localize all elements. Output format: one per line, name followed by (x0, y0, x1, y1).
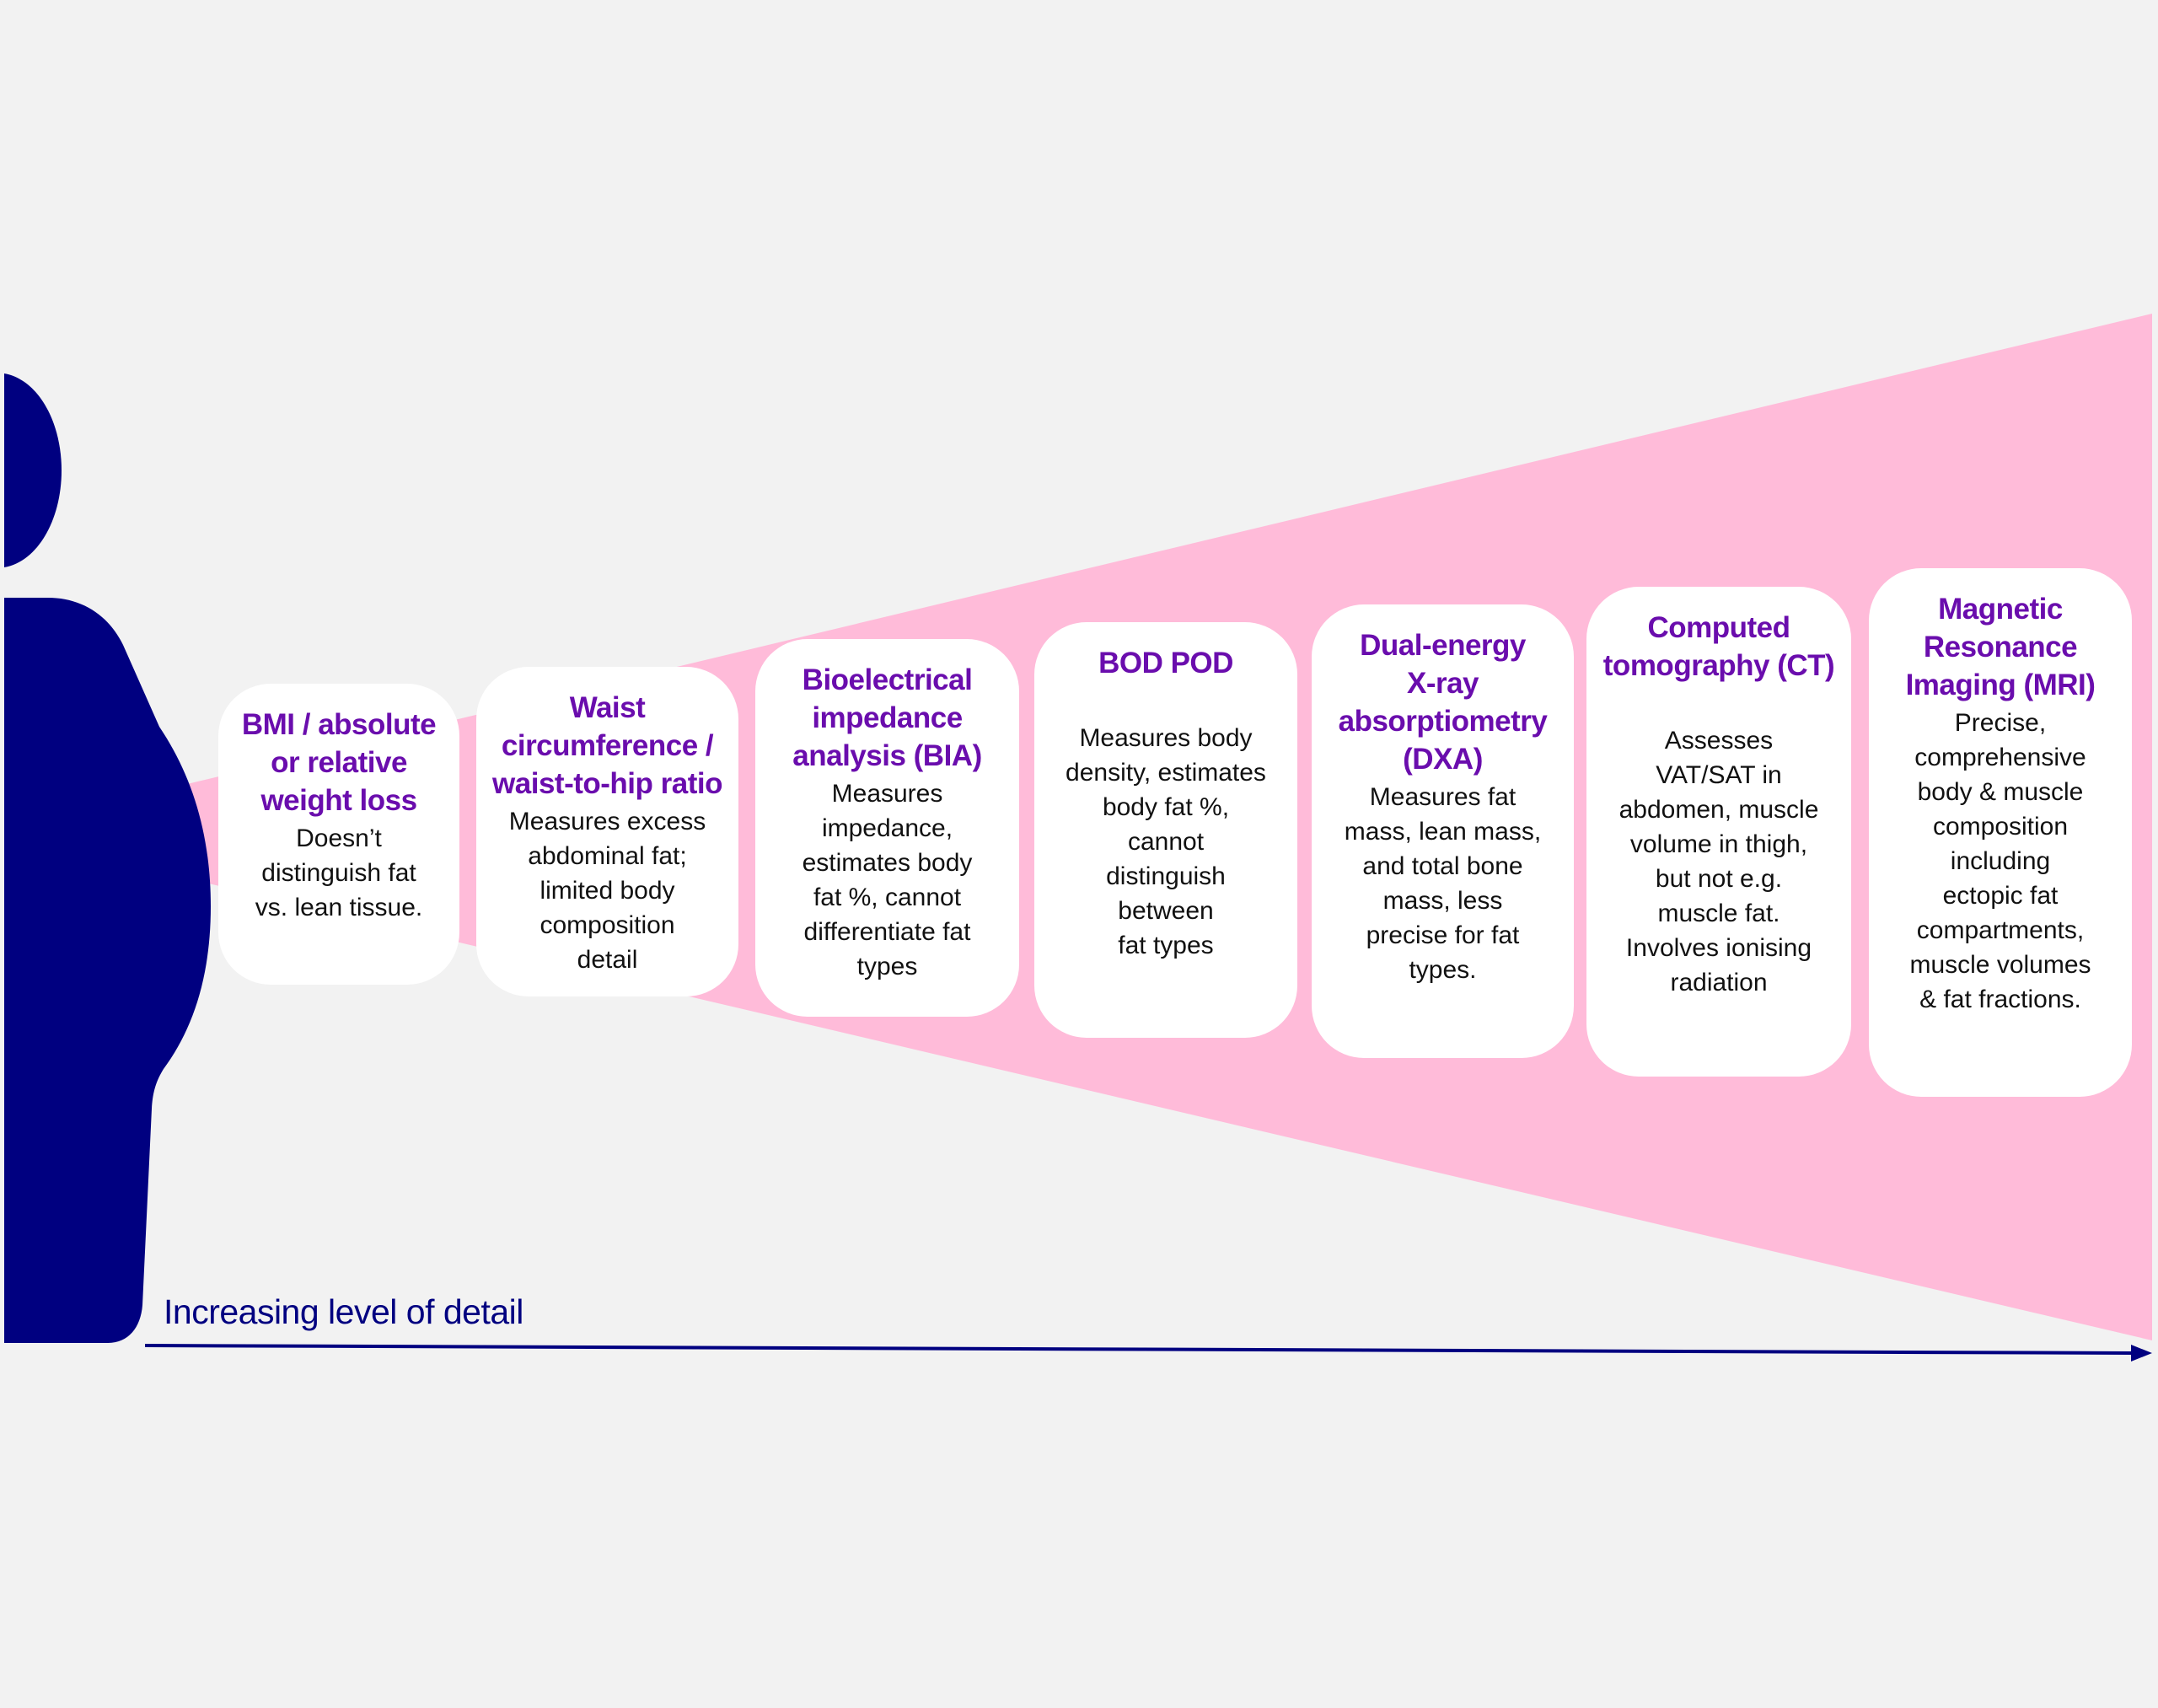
method-card-bia: Bioelectrical impedance analysis (BIA) M… (755, 639, 1019, 1017)
method-description: Measures body density, estimates body fa… (1066, 724, 1266, 959)
detail-axis-label: Increasing level of detail (164, 1292, 523, 1331)
method-title: Magnetic Resonance Imaging (MRI) (1905, 593, 2096, 701)
method-title: BOD POD (1098, 647, 1233, 679)
method-description: Doesn’t distinguish fat vs. lean tissue. (255, 824, 423, 921)
method-title: Bioelectrical impedance analysis (BIA) (792, 663, 982, 772)
detail-arrow-head (2131, 1345, 2152, 1362)
detail-arrow-line (144, 1344, 2134, 1355)
method-description: Assesses VAT/SAT in abdomen, muscle volu… (1618, 727, 1819, 996)
method-description: Precise, comprehensive body & muscle com… (1909, 709, 2091, 1013)
method-description: Measures excess abdominal fat; limited b… (508, 808, 706, 974)
method-description: Measures impedance, estimates body fat %… (802, 780, 973, 980)
person-head-icon (4, 373, 62, 567)
method-card-ct: Computed tomography (CT) Assesses VAT/SA… (1586, 587, 1851, 1077)
method-card-bodpod: BOD POD Measures body density, estimates… (1034, 622, 1297, 1038)
method-card-mri: Magnetic Resonance Imaging (MRI) Precise… (1869, 568, 2132, 1097)
method-title: Computed tomography (CT) (1602, 611, 1835, 682)
method-title: Waist circumference / waist-to-hip ratio (492, 691, 722, 800)
person-body-icon (4, 598, 211, 1343)
method-card-waist: Waist circumference / waist-to-hip ratio… (476, 667, 738, 996)
method-title: BMI / absolute or relative weight loss (241, 708, 437, 817)
method-card-dxa: Dual-energy X-ray absorptiometry (DXA) M… (1312, 604, 1574, 1058)
method-description: Measures fat mass, lean mass, and total … (1344, 783, 1542, 984)
method-title: Dual-energy X-ray absorptiometry (DXA) (1338, 629, 1548, 776)
method-card-bmi: BMI / absolute or relative weight loss D… (218, 684, 459, 985)
